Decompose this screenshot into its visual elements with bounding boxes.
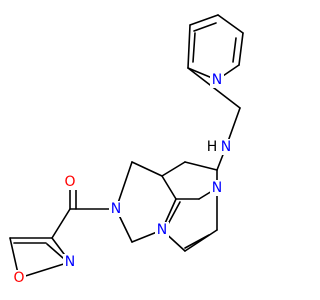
atom-carbonyl-o: O (64, 174, 75, 190)
bond-line (161, 175, 177, 200)
atom-bg (205, 139, 219, 155)
atom-bg (109, 201, 123, 217)
bond-line (161, 161, 186, 177)
atom-azepine-n: N (111, 201, 121, 217)
bond-line (166, 201, 181, 227)
atom-bg (210, 180, 224, 196)
atom-isoxazole-n: N (65, 254, 75, 270)
atom-amine-h: H (207, 139, 218, 155)
atom-label-layer: N N H N N N O N O (12, 72, 233, 286)
atom-bg (63, 254, 77, 270)
bond-line (184, 234, 210, 249)
bond-line (51, 208, 71, 239)
bond-line (232, 37, 237, 63)
atom-pyrimidine-n-top: N (212, 180, 222, 196)
atom-bg (219, 139, 233, 155)
atom-bg (12, 270, 26, 286)
atom-amine-n: N (221, 139, 231, 155)
bond-line (187, 24, 191, 69)
atom-bg (210, 72, 224, 88)
bond-line (184, 161, 218, 171)
bond-line (192, 32, 196, 63)
atom-bg (63, 174, 77, 190)
atom-pyrimidine-n-bottom: N (157, 222, 167, 238)
atom-isoxazole-o: O (13, 270, 24, 286)
molecule-structure: N N H N N N O N O (9, 14, 244, 286)
atom-bg (155, 222, 169, 238)
bond-line (46, 243, 64, 259)
bond-line (131, 161, 163, 177)
bond-line (193, 22, 217, 32)
bond-line (238, 32, 244, 66)
bond-line (184, 229, 218, 252)
atom-pyridine-n: N (212, 72, 222, 88)
bond-line (217, 14, 244, 34)
bond-line (189, 14, 219, 26)
bond-line (18, 261, 71, 279)
